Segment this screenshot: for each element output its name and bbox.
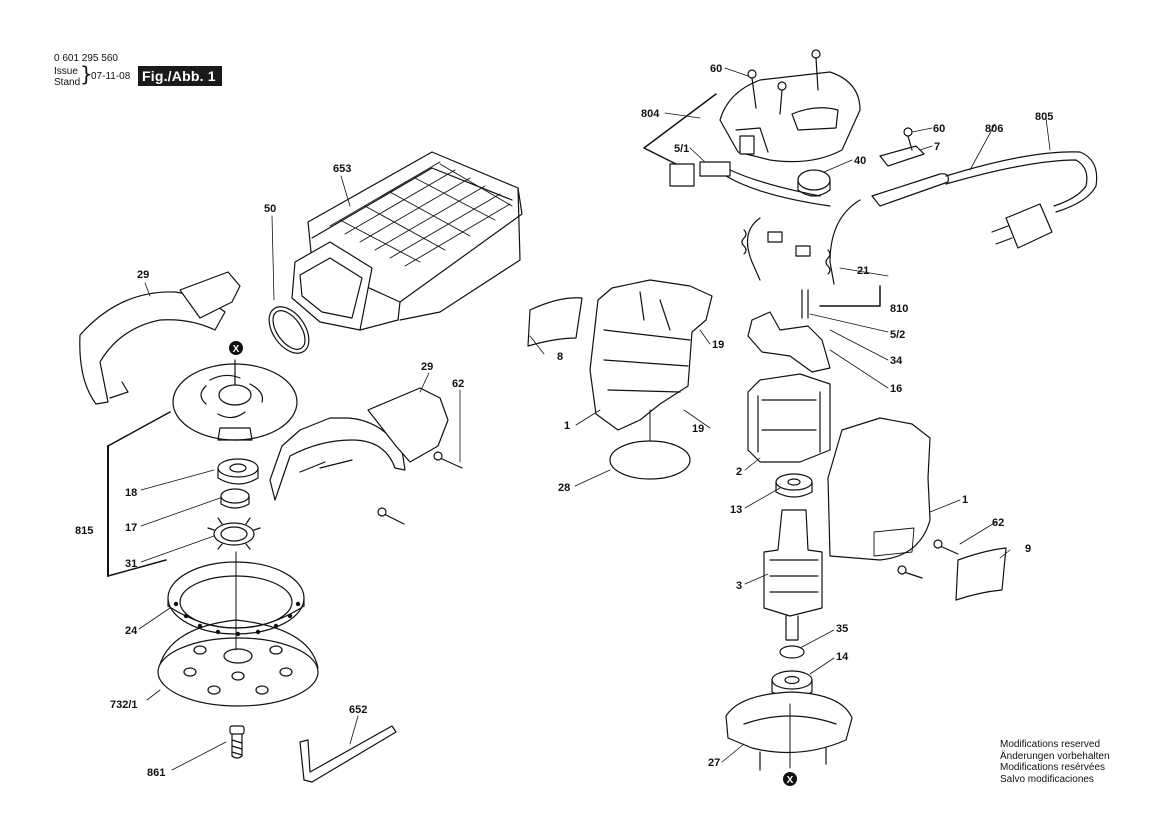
note-line-de: Änderungen vorbehalten <box>1000 750 1110 762</box>
callout-50: 50 <box>264 203 276 215</box>
callout-5-1: 5/1 <box>674 143 689 155</box>
screws-60-top <box>747 49 821 115</box>
screw-861 <box>229 725 245 759</box>
brace-symbol: } <box>80 62 93 86</box>
housing-shell-29-mid <box>269 387 449 501</box>
knob-40 <box>797 169 831 197</box>
callout-804: 804 <box>641 108 660 120</box>
callout-1-left: 1 <box>564 420 570 432</box>
o-ring-28 <box>609 440 691 480</box>
callout-62-right: 62 <box>992 517 1004 529</box>
snap-ring-31 <box>207 517 261 550</box>
callout-60-right: 60 <box>933 123 945 135</box>
screw-left-lower <box>377 507 405 525</box>
callout-17: 17 <box>125 522 137 534</box>
screw-60-right <box>903 127 913 151</box>
hex-key-652 <box>299 725 397 783</box>
screw-62-right <box>897 539 959 579</box>
armature-3 <box>763 509 823 641</box>
callout-2: 2 <box>736 466 742 478</box>
housing-shell-29-left <box>79 271 241 405</box>
callout-21: 21 <box>857 265 869 277</box>
motor-housing-right-1 <box>827 417 931 561</box>
label-8 <box>527 297 583 347</box>
callout-19-lower: 19 <box>692 423 704 435</box>
callout-60-top: 60 <box>710 63 722 75</box>
sanding-disc-732-1 <box>157 619 319 707</box>
wire-terminals <box>741 199 861 285</box>
callout-805: 805 <box>1035 111 1053 123</box>
fan-disc <box>172 359 298 441</box>
callout-34: 34 <box>890 355 903 367</box>
callout-9: 9 <box>1025 543 1031 555</box>
bearing-13 <box>775 473 813 498</box>
modifications-note: Modifications reserved Änderungen vorbeh… <box>1000 739 1110 785</box>
part-number: 0 601 295 560 <box>54 53 118 64</box>
callout-815: 815 <box>75 525 93 537</box>
bearing-18 <box>217 458 259 485</box>
callout-732-1: 732/1 <box>110 699 138 711</box>
seal-ring-50 <box>268 306 310 354</box>
bearing-flange-27 <box>725 691 853 771</box>
callout-5-2: 5/2 <box>890 329 905 341</box>
x-marker-top-label: X <box>233 344 240 355</box>
x-marker-bottom: X <box>783 772 797 786</box>
note-line-fr: Modifications resérvées <box>1000 762 1106 773</box>
note-line-es: Salvo modificaciones <box>1000 773 1094 785</box>
part-17 <box>220 488 250 509</box>
callout-35: 35 <box>836 623 848 635</box>
callout-29-mid: 29 <box>421 361 433 373</box>
callout-1-right: 1 <box>962 494 968 506</box>
washer-35 <box>779 645 805 659</box>
stand-label: Stand <box>54 77 81 88</box>
issue-date: 07-11-08 <box>91 71 131 82</box>
label-9 <box>955 547 1007 601</box>
figure-label: Fig./Abb. 1 <box>138 66 222 86</box>
callout-29-left: 29 <box>137 269 149 281</box>
switch-5-1 <box>669 161 831 207</box>
note-line-en: Modifications reserved <box>1000 739 1101 750</box>
callout-7: 7 <box>934 141 940 153</box>
brush-holder-16 <box>747 311 831 373</box>
motor-housing-left-1 <box>589 279 713 431</box>
callout-18: 18 <box>125 487 137 499</box>
bracket-7 <box>879 145 925 167</box>
callout-13: 13 <box>730 504 742 516</box>
x-marker-top: X <box>229 341 243 355</box>
field-coil-2 <box>747 373 831 463</box>
callout-14: 14 <box>836 651 849 663</box>
callout-806: 806 <box>985 123 1003 135</box>
callout-40: 40 <box>854 155 866 167</box>
issue-stand-label: Issue Stand <box>54 66 80 88</box>
dust-box-653 <box>291 151 523 331</box>
callout-62-left: 62 <box>452 378 464 390</box>
top-cover <box>719 71 861 163</box>
callout-16: 16 <box>890 383 902 395</box>
callout-3: 3 <box>736 580 742 592</box>
callout-8: 8 <box>557 351 563 363</box>
callout-27: 27 <box>708 757 720 769</box>
brushes-21 <box>801 289 809 319</box>
callout-810: 810 <box>890 303 908 315</box>
callout-861: 861 <box>147 767 165 779</box>
x-marker-bottom-label: X <box>787 775 794 786</box>
callout-31: 31 <box>125 558 137 570</box>
callout-19-upper: 19 <box>712 339 724 351</box>
callout-652: 652 <box>349 704 367 716</box>
power-cord <box>871 151 1098 249</box>
callout-28: 28 <box>558 482 570 494</box>
callout-24: 24 <box>125 625 138 637</box>
issue-label: Issue <box>54 66 78 77</box>
callout-653: 653 <box>333 163 351 175</box>
screw-62-left <box>433 451 463 469</box>
